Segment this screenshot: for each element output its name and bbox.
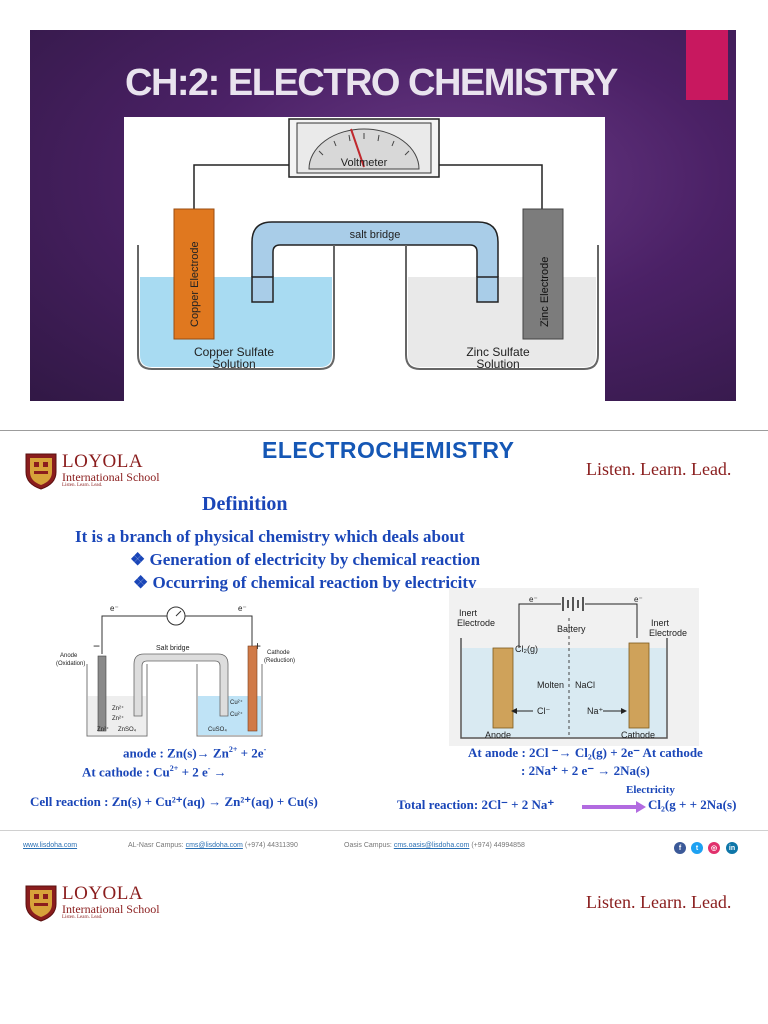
cathode-sub-label: (Reduction): [264, 658, 295, 664]
slide-title: CH:2: ELECTRO CHEMISTRY: [125, 62, 618, 104]
electron-right: e⁻: [238, 604, 247, 613]
electron-left: e⁻: [110, 604, 119, 613]
plus-sign: +: [254, 639, 261, 653]
logo-tagline: Listen. Learn. Lead.: [62, 483, 103, 488]
salt-bridge-label: salt bridge: [350, 229, 401, 241]
inert-left-2: Electrode: [457, 618, 495, 628]
total-reaction: Total reaction: 2Cl⁻ + 2 Na⁺: [397, 797, 555, 812]
cathode-equation: At cathode : Cu2+ + 2 e- →: [82, 764, 227, 780]
inert-right-2: Electrode: [649, 628, 687, 638]
inert-right-1: Inert: [651, 618, 670, 628]
electrolysis-cathode-equation: : 2Na⁺ + 2 e⁻ → 2Na(s): [521, 763, 650, 778]
nacl-label: NaCl: [575, 680, 595, 690]
oasis-email-link[interactable]: cms.oasis@lisdoha.com: [393, 842, 470, 849]
linkedin-icon[interactable]: in: [726, 842, 738, 854]
electron-left-2: e⁻: [529, 595, 538, 604]
accent-tab: [686, 30, 728, 100]
anode-label: Anode: [60, 653, 78, 659]
zn-ion-3: Zn²⁺: [97, 726, 109, 733]
cl2-label: Cl₂(g): [515, 644, 538, 654]
alnasr-email-link[interactable]: cms@lisdoha.com: [185, 842, 243, 849]
logo-tagline-2: Listen. Learn. Lead.: [62, 915, 103, 920]
cu-ion-1: Cu²⁺: [230, 699, 243, 706]
cathode-label-2: Cathode: [621, 730, 655, 740]
reaction-arrow-icon: [582, 801, 646, 813]
zinc-solution-label: Zinc Sulfate: [466, 345, 530, 359]
copper-solution-label-2: Solution: [212, 357, 255, 371]
electricity-label: Electricity: [626, 784, 675, 796]
molten-label: Molten: [537, 680, 564, 690]
logo-name-2: LOYOLA: [62, 883, 144, 904]
cu-ion-2: Cu²⁺: [230, 711, 243, 718]
zinc-solution-label-2: Solution: [476, 357, 519, 371]
instagram-icon[interactable]: ◎: [708, 842, 720, 854]
twitter-icon[interactable]: t: [691, 842, 703, 854]
battery-label: Battery: [557, 624, 586, 634]
cuso4-label: CuSO₄: [208, 727, 227, 733]
school-motto: Listen. Learn. Lead.: [586, 459, 732, 479]
bullet-occurring: ❖ Occurring of chemical reaction by elec…: [133, 573, 477, 592]
school-logo-2: LOYOLA International School Listen. Lear…: [24, 884, 160, 922]
footer-alnasr: AL-Nasr Campus: cms@lisdoha.com (+974) 4…: [128, 842, 298, 849]
inert-left-1: Inert: [459, 608, 478, 618]
copper-solution-label: Copper Sulfate: [194, 345, 274, 359]
logo-name: LOYOLA: [62, 451, 144, 472]
school-crest-icon: [25, 885, 57, 922]
slide-divider: [0, 430, 768, 431]
footer-divider: [0, 830, 768, 831]
zinc-electrode-label: Zinc Electrode: [539, 257, 551, 327]
definition-title: Definition: [202, 493, 288, 515]
cell-reaction: Cell reaction : Zn(s) + Cu²⁺(aq) → Zn²⁺(…: [30, 794, 318, 809]
footer-oasis: Oasis Campus: cms.oasis@lisdoha.com (+97…: [344, 842, 525, 849]
zn-ion-1: Zn²⁺: [112, 705, 124, 712]
bullet-generation: ❖ Generation of electricity by chemical …: [130, 550, 481, 569]
facebook-icon[interactable]: f: [674, 842, 686, 854]
electrolysis-anode-equation: At anode : 2Cl ⁻→ Cl₂(g) + 2e⁻ At cathod…: [468, 745, 703, 760]
section-heading: ELECTROCHEMISTRY: [262, 437, 515, 463]
minus-sign: −: [93, 639, 100, 653]
school-motto-2: Listen. Learn. Lead.: [586, 892, 732, 912]
electrolytic-cell-figure: Battery e⁻ e⁻ Inert Electrode Inert Elec…: [449, 588, 699, 746]
anode-label-2: Anode: [485, 730, 511, 740]
total-reaction-product: Cl₂(g + + 2Na(s): [648, 797, 737, 812]
cathode-label: Cathode: [267, 650, 290, 656]
copper-electrode-label: Copper Electrode: [189, 241, 201, 327]
anode-equation: anode : Zn(s)→ Zn2+ + 2e-: [123, 745, 267, 761]
galvanic-cell-diagram: Voltmeter salt bridge Copper Electrode C…: [124, 117, 605, 401]
anode-sub-label: (Oxidation): [56, 661, 85, 667]
school-crest-icon: [25, 453, 57, 490]
salt-bridge-text: Salt bridge: [156, 645, 190, 652]
electron-right-2: e⁻: [634, 595, 643, 604]
sodium-ion: Na⁺: [587, 706, 604, 716]
zn-ion-2: Zn²⁺: [112, 715, 124, 722]
logo-subtitle: International School: [62, 470, 160, 484]
voltmeter-label: Voltmeter: [341, 157, 388, 169]
logo-subtitle-2: International School: [62, 902, 160, 916]
school-logo: LOYOLA International School Listen. Lear…: [24, 452, 160, 490]
galvanic-cell-figure: e⁻ e⁻ − + Anode (Oxidation) Cathode (Red…: [52, 604, 304, 744]
znso4-label: ZnSO₄: [118, 727, 137, 733]
footer-website[interactable]: www.lisdoha.com: [23, 842, 78, 849]
chloride-ion: Cl⁻: [537, 706, 550, 716]
definition-text: It is a branch of physical chemistry whi…: [75, 527, 465, 546]
